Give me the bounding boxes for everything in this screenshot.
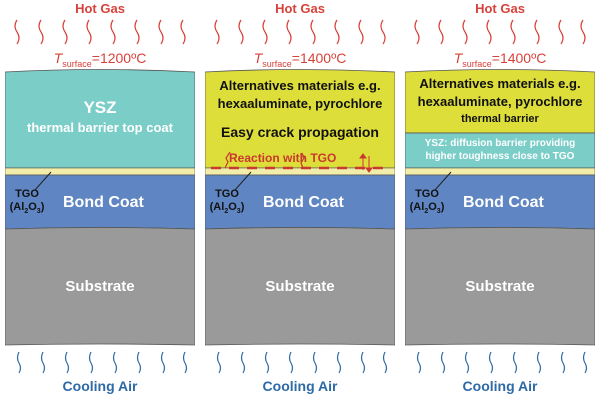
bond-coat-label: Bond Coat <box>63 194 144 211</box>
t-subscript: surface <box>62 58 92 69</box>
reaction-with-tgo-label: Reaction with TGO <box>229 151 337 165</box>
ysz-top-coat-layer <box>5 69 195 169</box>
tgo-label: TGO(Al2O3) <box>407 188 447 218</box>
cooling-air-arrows <box>16 351 188 374</box>
t-symbol: T <box>53 50 63 66</box>
panel-bilayer-1400: Hot Gas Tsurface=1400ºC Alternatives mat… <box>405 0 595 400</box>
tgo-formula: (Al2O3) <box>9 201 45 216</box>
cooling-air-label: Cooling Air <box>462 378 538 394</box>
ysz-subtitle: thermal barrier top coat <box>27 120 173 135</box>
substrate-label: Substrate <box>65 278 135 295</box>
tgo-label: TGO(Al2O3) <box>7 188 47 218</box>
alternative-materials-line2: hexaaluminate, pyrochlore <box>417 94 583 109</box>
panel-3-layers <box>405 19 595 374</box>
surface-temperature: Tsurface=1400ºC <box>405 50 595 69</box>
panel-ysz-1200: Hot Gas Tsurface=1200ºC YSZ thermal barr… <box>5 0 195 400</box>
crack-lines <box>224 151 305 169</box>
t-value: =1200ºC <box>91 50 147 66</box>
cooling-air-arrows <box>216 351 388 374</box>
hot-gas-label: Hot Gas <box>275 1 325 16</box>
panel-1-layers <box>5 19 195 374</box>
ysz-line1-text: diffusion barrier providing <box>450 138 576 149</box>
tgo-name: TGO <box>15 188 39 200</box>
panel-2-layers <box>205 19 395 374</box>
alternative-materials-line2: hexaaluminate, pyrochlore <box>217 96 383 111</box>
hot-gas-label: Hot Gas <box>475 1 525 16</box>
alternative-materials-line1: Alternatives materials e.g. <box>219 78 381 93</box>
tgo-name: TGO <box>415 188 439 200</box>
t-subscript: surface <box>262 58 292 69</box>
ysz-line1: YSZ: diffusion barrier providing <box>405 137 595 150</box>
cooling-air-label: Cooling Air <box>62 378 138 394</box>
t-value: =1400ºC <box>291 50 347 66</box>
crack-propagation-label: Easy crack propagation <box>221 124 379 140</box>
ysz-title: YSZ <box>83 98 117 117</box>
tgo-layer <box>405 167 595 176</box>
tgo-formula: (Al2O3) <box>209 201 245 216</box>
t-subscript: surface <box>462 58 492 69</box>
cooling-air-label: Cooling Air <box>262 378 338 394</box>
panel-alternative-1400: Hot Gas Tsurface=1400ºC Alternatives mat… <box>205 0 395 400</box>
substrate-label: Substrate <box>265 278 335 295</box>
thermal-barrier-label: thermal barrier <box>461 113 539 125</box>
ysz-diffusion-barrier-label: YSZ: diffusion barrier providing higher … <box>405 137 595 163</box>
cooling-air-arrows <box>416 351 588 374</box>
substrate-label: Substrate <box>465 278 535 295</box>
tgo-formula: (Al2O3) <box>409 201 445 216</box>
tgo-pointer <box>34 171 52 191</box>
bond-coat-label: Bond Coat <box>463 194 544 211</box>
alternative-materials-line1: Alternatives materials e.g. <box>419 76 581 91</box>
ysz-line2: higher toughness close to TGO <box>425 151 575 162</box>
substrate-layer <box>205 227 395 346</box>
bond-coat-label: Bond Coat <box>263 194 344 211</box>
substrate-layer <box>5 227 195 346</box>
t-value: =1400ºC <box>491 50 547 66</box>
surface-temperature: Tsurface=1400ºC <box>205 50 395 69</box>
reaction-arrows-icon <box>359 153 373 173</box>
tgo-layer <box>5 167 195 176</box>
alternative-top-coat-layer <box>205 69 395 169</box>
ysz-prefix: YSZ: <box>424 138 448 149</box>
hot-gas-label: Hot Gas <box>75 1 125 16</box>
hot-gas-waves <box>214 19 386 45</box>
tgo-pointer <box>234 171 252 191</box>
tgo-pointer <box>434 171 452 191</box>
substrate-layer <box>405 227 595 346</box>
surface-temperature: Tsurface=1200ºC <box>5 50 195 69</box>
tgo-label: TGO(Al2O3) <box>207 188 247 218</box>
hot-gas-waves <box>14 19 186 45</box>
tgo-name: TGO <box>215 188 239 200</box>
hot-gas-waves <box>414 19 586 45</box>
t-symbol: T <box>253 50 263 66</box>
t-symbol: T <box>453 50 463 66</box>
alternative-top-coat-layer <box>405 69 595 134</box>
